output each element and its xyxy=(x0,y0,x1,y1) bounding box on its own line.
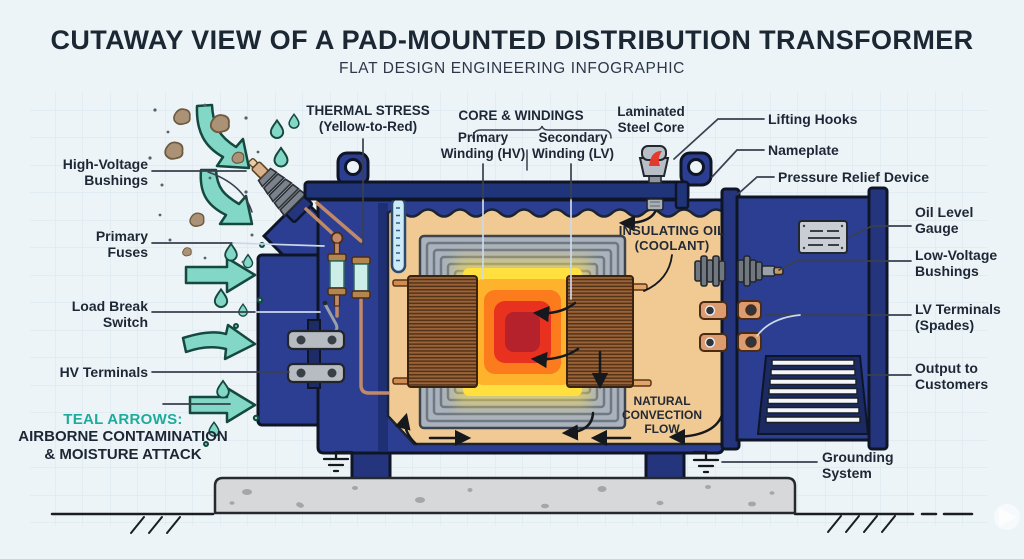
concrete-pad xyxy=(213,476,797,515)
fuse-2 xyxy=(351,256,371,299)
lv-spade-terminals xyxy=(699,300,762,352)
convection-arrows xyxy=(394,210,724,447)
callout-laminated-core: Laminated Steel Core xyxy=(617,104,685,135)
oil-level-gauge xyxy=(798,220,848,254)
legend-heading: TEAL ARROWS: xyxy=(63,411,183,428)
legend-teal-arrows: TEAL ARROWS: AIRBORNE CONTAMINATION & MO… xyxy=(18,411,228,463)
teal-arrow-2 xyxy=(199,168,254,226)
primary-winding xyxy=(407,275,478,388)
thermometer xyxy=(390,196,407,274)
callout-thermal-stress: THERMAL STRESS (Yellow-to-Red) xyxy=(306,103,430,134)
dust-specks xyxy=(148,103,260,264)
page-title: CUTAWAY VIEW OF A PAD-MOUNTED DISTRIBUTI… xyxy=(50,25,974,55)
callout-grounding-system: Grounding System xyxy=(822,449,894,482)
primary-fuse-assembly xyxy=(304,201,390,395)
callout-core-windings: CORE & WINDINGS xyxy=(458,108,584,123)
callout-pressure-relief: Pressure Relief Device xyxy=(778,169,929,185)
fuse-1 xyxy=(327,253,347,307)
leader-lines-light xyxy=(232,199,801,337)
callout-nameplate: Nameplate xyxy=(768,142,839,158)
moisture-drops xyxy=(203,113,300,447)
lv-bushings xyxy=(694,255,784,287)
vent-louvers xyxy=(756,355,870,435)
ground-line xyxy=(50,512,974,534)
callout-secondary-winding: Secondary Winding (LV) xyxy=(531,130,615,161)
grounding-symbols xyxy=(322,450,720,474)
annotation-insulating-oil: INSULATING OIL (COOLANT) xyxy=(618,223,726,254)
tank-lid xyxy=(303,145,713,211)
teal-arrow-3 xyxy=(184,256,257,294)
callout-primary-fuses: Primary Fuses xyxy=(95,228,148,261)
airborne-dirt xyxy=(148,103,260,264)
callout-output-to-customers: Output to Customers xyxy=(915,360,989,393)
lv-compartment xyxy=(694,186,889,451)
page-subtitle: FLAT DESIGN ENGINEERING INFOGRAPHIC xyxy=(339,60,685,77)
callout-primary-winding: Primary Winding (HV) xyxy=(440,130,526,161)
flange-right xyxy=(867,186,889,451)
pressure-relief-device xyxy=(638,145,670,184)
lid-bolt xyxy=(646,198,664,211)
callout-lv-terminals: LV Terminals (Spades) xyxy=(915,301,1001,334)
tank-inner-wall-shade xyxy=(378,203,388,451)
leader-lines xyxy=(151,118,912,463)
callout-lifting-hooks: Lifting Hooks xyxy=(768,111,858,127)
callout-load-break-switch: Load Break Switch xyxy=(71,298,148,331)
hv-terminals xyxy=(286,319,346,389)
annotation-natural-convection: NATURAL CONVECTION FLOW xyxy=(621,394,702,436)
callout-hv-terminals: HV Terminals xyxy=(59,364,148,380)
insulating-oil-pointer xyxy=(643,254,673,292)
callout-lv-bushings: Low-Voltage Bushings xyxy=(915,247,998,280)
relief-indicator xyxy=(649,150,662,166)
teal-arrow-4 xyxy=(181,323,257,361)
callout-oil-level-gauge: Oil Level Gauge xyxy=(915,204,974,237)
concrete-speckles xyxy=(229,485,775,509)
watermark-play-arrow xyxy=(994,504,1020,530)
copper-wiring xyxy=(304,201,390,395)
callout-hv-bushings: High-Voltage Bushings xyxy=(62,156,148,189)
